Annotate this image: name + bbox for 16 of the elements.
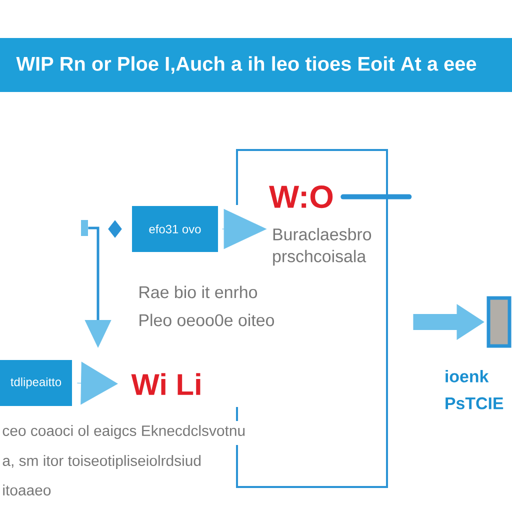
heading: W:O [269,186,333,208]
body-text: ceo coaoci ol eaigcs Eknecdclsvotnu [2,425,245,439]
body-text: Pleo oeoo0e oiteo [140,314,274,326]
title-banner: WIP Rn or Ploe I,Auch a ih leo tioes Eoit At a eee [0,38,512,92]
diamond-marker [108,220,122,238]
body-text: a, sm itor toiseotipliseiolrdsiud [2,455,201,469]
square-marker [81,220,88,236]
process-box: tdlipeaitto [0,360,72,406]
heading: Wi Li [131,373,200,395]
process-box: efo31 ovo [132,206,218,252]
panel-box [486,296,512,348]
body-text: itoaaeo [3,484,51,496]
body-text: Rae bio it enrho [140,286,258,298]
label: ioenk PsTCIE [446,370,504,410]
description: Buraclaesbro prschcoisala [273,228,372,266]
connector-line [340,194,412,200]
